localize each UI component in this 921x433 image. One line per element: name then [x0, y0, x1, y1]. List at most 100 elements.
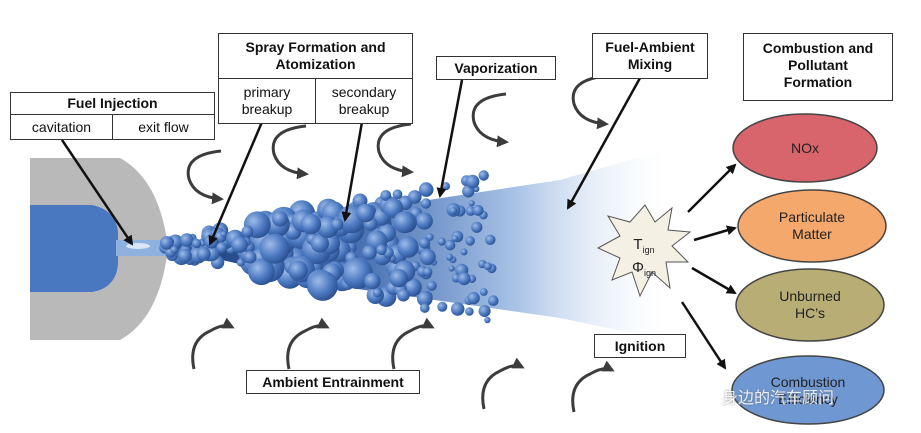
label-secondary-breakup: secondary breakup [315, 78, 413, 124]
spray-droplet [272, 210, 288, 227]
outcome-nox-text: NOx [733, 140, 877, 157]
spray-droplet [488, 295, 499, 307]
spray-formation-line2: Atomization [275, 56, 356, 72]
spray-droplet [231, 236, 248, 253]
spray-droplet [159, 236, 174, 250]
spray-droplet [170, 245, 178, 254]
spray-droplet [472, 204, 484, 216]
primary-line1: primary [243, 84, 291, 100]
arrow-vaporization [436, 79, 464, 198]
spray-droplet [484, 316, 491, 324]
spray-droplet [437, 237, 446, 246]
arrow-secondary-breakup [341, 121, 364, 222]
spray-droplet [397, 288, 410, 302]
arrow-primary-breakup [208, 121, 264, 246]
spray-droplet [449, 207, 458, 215]
entrainment-swirl-arrow [186, 149, 224, 205]
spray-droplet [362, 245, 377, 260]
spray-droplet [393, 211, 416, 234]
phi-ign-symbol: Φign [622, 259, 666, 282]
spray-droplet [389, 269, 408, 288]
spray-droplet [300, 213, 322, 235]
t-sub: ign [642, 245, 655, 255]
outcome-unburned-text: Unburned HC’s [736, 288, 884, 322]
spray-droplet [485, 234, 496, 245]
entrainment-swirl-arrow [191, 317, 235, 370]
label-fuel-injection: Fuel Injection [10, 92, 215, 115]
spray-droplet [451, 235, 459, 242]
spray-droplet [446, 253, 454, 261]
spray-droplet [465, 307, 474, 316]
spray-droplet [465, 236, 475, 246]
entrainment-swirl-arrow [571, 360, 615, 413]
spray-droplet [423, 267, 433, 277]
outcome-ellipse-efficiency [731, 355, 885, 425]
spray-droplet [415, 212, 433, 230]
outcome-particulate-line2: Matter [792, 226, 832, 242]
entrainment-swirl-arrow [481, 357, 525, 410]
secondary-line1: secondary [331, 84, 397, 100]
label-combustion-pollutant: Combustion and Pollutant Formation [743, 33, 893, 101]
fuel-ambient-line2: Mixing [627, 56, 673, 72]
ignition-symbols: Tign Φign [622, 236, 666, 282]
phi-sub: ign [643, 268, 656, 278]
combustion-line3: Formation [783, 74, 853, 90]
spray-droplet [418, 237, 431, 249]
spray-droplet [426, 280, 437, 291]
ignition-star-icon [596, 204, 692, 298]
watermark-text: 身边的汽车顾问 [722, 390, 835, 407]
secondary-line2: breakup [338, 101, 390, 117]
spray-droplet [241, 225, 254, 238]
entrainment-swirl-arrow [271, 124, 309, 180]
arrow-to-nox [687, 163, 737, 213]
outcome-ellipse-nox [732, 113, 878, 183]
spray-droplet [465, 174, 480, 189]
spray-droplet [408, 190, 422, 204]
spray-droplet [437, 301, 448, 312]
spray-droplet [220, 231, 227, 238]
combustion-line2: Pollutant [788, 57, 848, 73]
arrow-fuel-injection [60, 139, 134, 246]
spray-droplet [457, 272, 471, 286]
spray-formation-line1: Spray Formation and [245, 39, 386, 55]
spray-droplet [383, 198, 404, 219]
arrow-to-unburned [691, 266, 737, 295]
outcome-particulate-line1: Particulate [778, 209, 846, 225]
spray-droplet [460, 248, 468, 256]
arrow-to-efficiency [680, 301, 727, 370]
spray-droplet [376, 244, 387, 256]
spray-droplet [483, 262, 492, 271]
spray-droplet [380, 190, 392, 201]
combustion-line1: Combustion and [762, 40, 874, 56]
outcome-efficiency-line2: Efficiency [778, 391, 838, 407]
spray-droplet [310, 234, 329, 253]
spray-droplet [259, 233, 290, 264]
phi-main: Φ [632, 259, 644, 276]
spray-droplet [417, 290, 433, 307]
spray-droplet [420, 198, 432, 209]
outcome-particulate-text: Particulate Matter [738, 209, 886, 243]
arrow-fuel-ambient-mixing [566, 77, 642, 210]
spray-droplet [177, 248, 192, 263]
label-cavitation: cavitation [10, 114, 113, 140]
spray-droplet [356, 203, 375, 223]
outcome-nox-line1: NOx [791, 140, 819, 156]
spray-droplet [418, 182, 434, 197]
t-main: T [633, 236, 643, 253]
spray-droplet [478, 170, 489, 181]
spray-droplet [248, 258, 275, 286]
spray-droplet [196, 247, 211, 261]
spray-droplets [159, 170, 499, 324]
spray-droplet [307, 270, 338, 301]
spray-droplet [444, 239, 456, 251]
outcome-efficiency-text: Combustion Efficiency [732, 374, 884, 408]
label-ignition: Ignition [594, 334, 686, 358]
arrow-to-particulate [693, 225, 737, 242]
cavitation-bubble [126, 243, 150, 249]
outcome-ellipse-unburned [735, 268, 885, 342]
spray-droplet [288, 260, 308, 280]
spray-droplet [331, 218, 344, 231]
label-fuel-ambient-mixing: Fuel-Ambient Mixing [592, 33, 708, 79]
entrainment-swirl-arrow [571, 74, 609, 130]
